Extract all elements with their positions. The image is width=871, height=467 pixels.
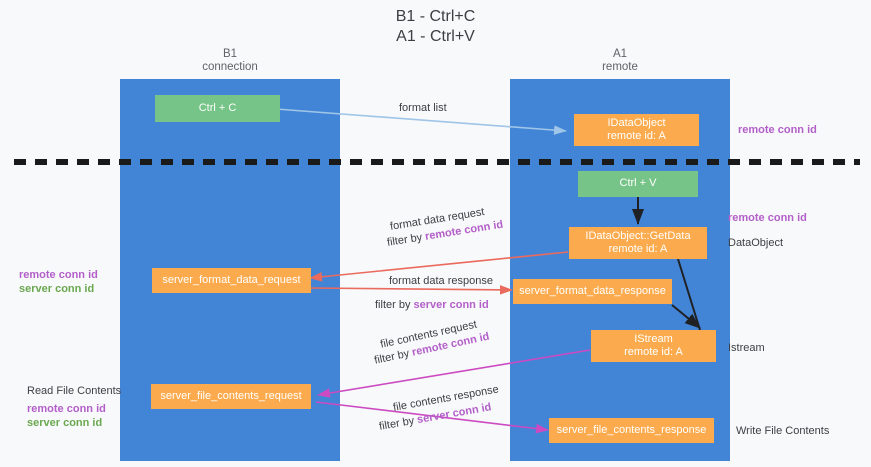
node-server-format-data-response-label: server_format_data_response [519,284,666,297]
column-header-a1-role: remote [602,61,638,73]
node-getdata-line2: remote id: A [608,243,668,255]
column-header-b1-role: connection [202,61,258,73]
annotation-istream: Istream [728,342,765,354]
node-idataobject-line2: remote id: A [607,130,666,142]
node-istream[interactable]: IStream remote id: A [591,330,716,362]
node-ctrl-v-label: Ctrl + V [619,177,657,190]
node-getdata-line1: IDataObject::GetData [585,229,691,242]
title-line-1: B1 - Ctrl+C [395,8,476,25]
node-server-file-contents-request[interactable]: server_file_contents_request [151,384,311,409]
annotation-left-remote-conn-id-bottom: remote conn id [27,403,106,415]
node-server-file-contents-request-label: server_file_contents_request [160,389,302,402]
annotation-write-file-contents: Write File Contents [736,425,830,437]
node-server-file-contents-response[interactable]: server_file_contents_response [549,418,714,443]
annotation-remote-conn-id-top: remote conn id [738,124,817,136]
column-header-b1: B1 connection [120,48,340,74]
node-ctrl-v[interactable]: Ctrl + V [578,171,698,197]
node-idataobject-getdata[interactable]: IDataObject::GetData remote id: A [569,227,707,259]
arrow-format-data-response [309,285,513,295]
diagram-title: B1 - Ctrl+C A1 - Ctrl+V [0,7,871,47]
filter-prefix-2: filter by [375,299,414,311]
node-server-format-data-request[interactable]: server_format_data_request [152,268,311,293]
filter-prefix-3: filter by [373,346,414,367]
filter-prefix-4: filter by [378,414,419,433]
annotation-read-file-contents: Read File Contents [27,385,122,397]
node-istream-line1: IStream [634,332,673,345]
node-server-file-contents-response-label: server_file_contents_response [556,423,707,436]
annotation-left-server-conn-id-mid: server conn id [19,283,95,295]
node-ctrl-c[interactable]: Ctrl + C [155,95,280,122]
node-idataobject[interactable]: IDataObject remote id: A [574,114,699,146]
annotation-left-remote-conn-id-mid: remote conn id [19,269,98,281]
column-header-b1-name: B1 [222,48,238,60]
node-server-format-data-response[interactable]: server_format_data_response [513,279,672,304]
filter-value-2: server conn id [413,299,489,311]
node-idataobject-line1: IDataObject [607,116,666,129]
annotation-left-server-conn-id-bottom: server conn id [27,417,103,429]
column-header-a1: A1 remote [510,48,730,74]
annotation-dataobject: DataObject [728,237,784,249]
node-server-format-data-request-label: server_format_data_request [162,273,301,286]
node-istream-line2: remote id: A [624,346,683,358]
edge-label-format-data-response-filter: filter by server conn id [375,298,489,312]
annotation-remote-conn-id-mid: remote conn id [728,212,807,224]
edge-label-format-data-response: format data response [389,275,493,287]
node-ctrl-c-label: Ctrl + C [198,101,237,114]
column-header-a1-name: A1 [612,48,628,60]
title-line-2: A1 - Ctrl+V [396,28,475,45]
edge-label-format-list: format list [399,102,447,114]
